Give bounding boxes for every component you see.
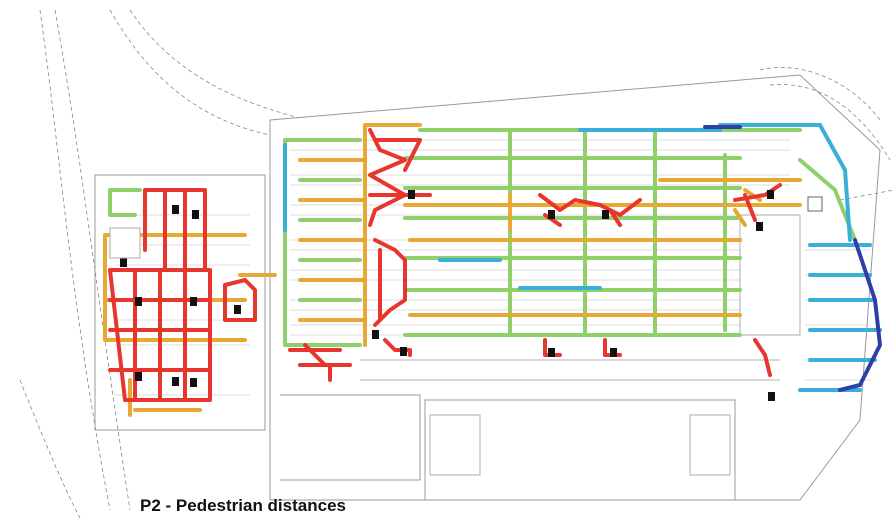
site-outline	[94, 74, 881, 501]
map-caption: P2 - Pedestrian distances	[140, 496, 346, 515]
path-network-green	[108, 128, 857, 347]
building-outline	[360, 214, 801, 476]
access-nodes	[120, 190, 775, 401]
road-linework	[19, 9, 894, 518]
path-network-cyan	[283, 123, 882, 392]
service-box	[807, 196, 823, 212]
white-block	[109, 227, 141, 259]
path-network-blue	[703, 125, 883, 392]
